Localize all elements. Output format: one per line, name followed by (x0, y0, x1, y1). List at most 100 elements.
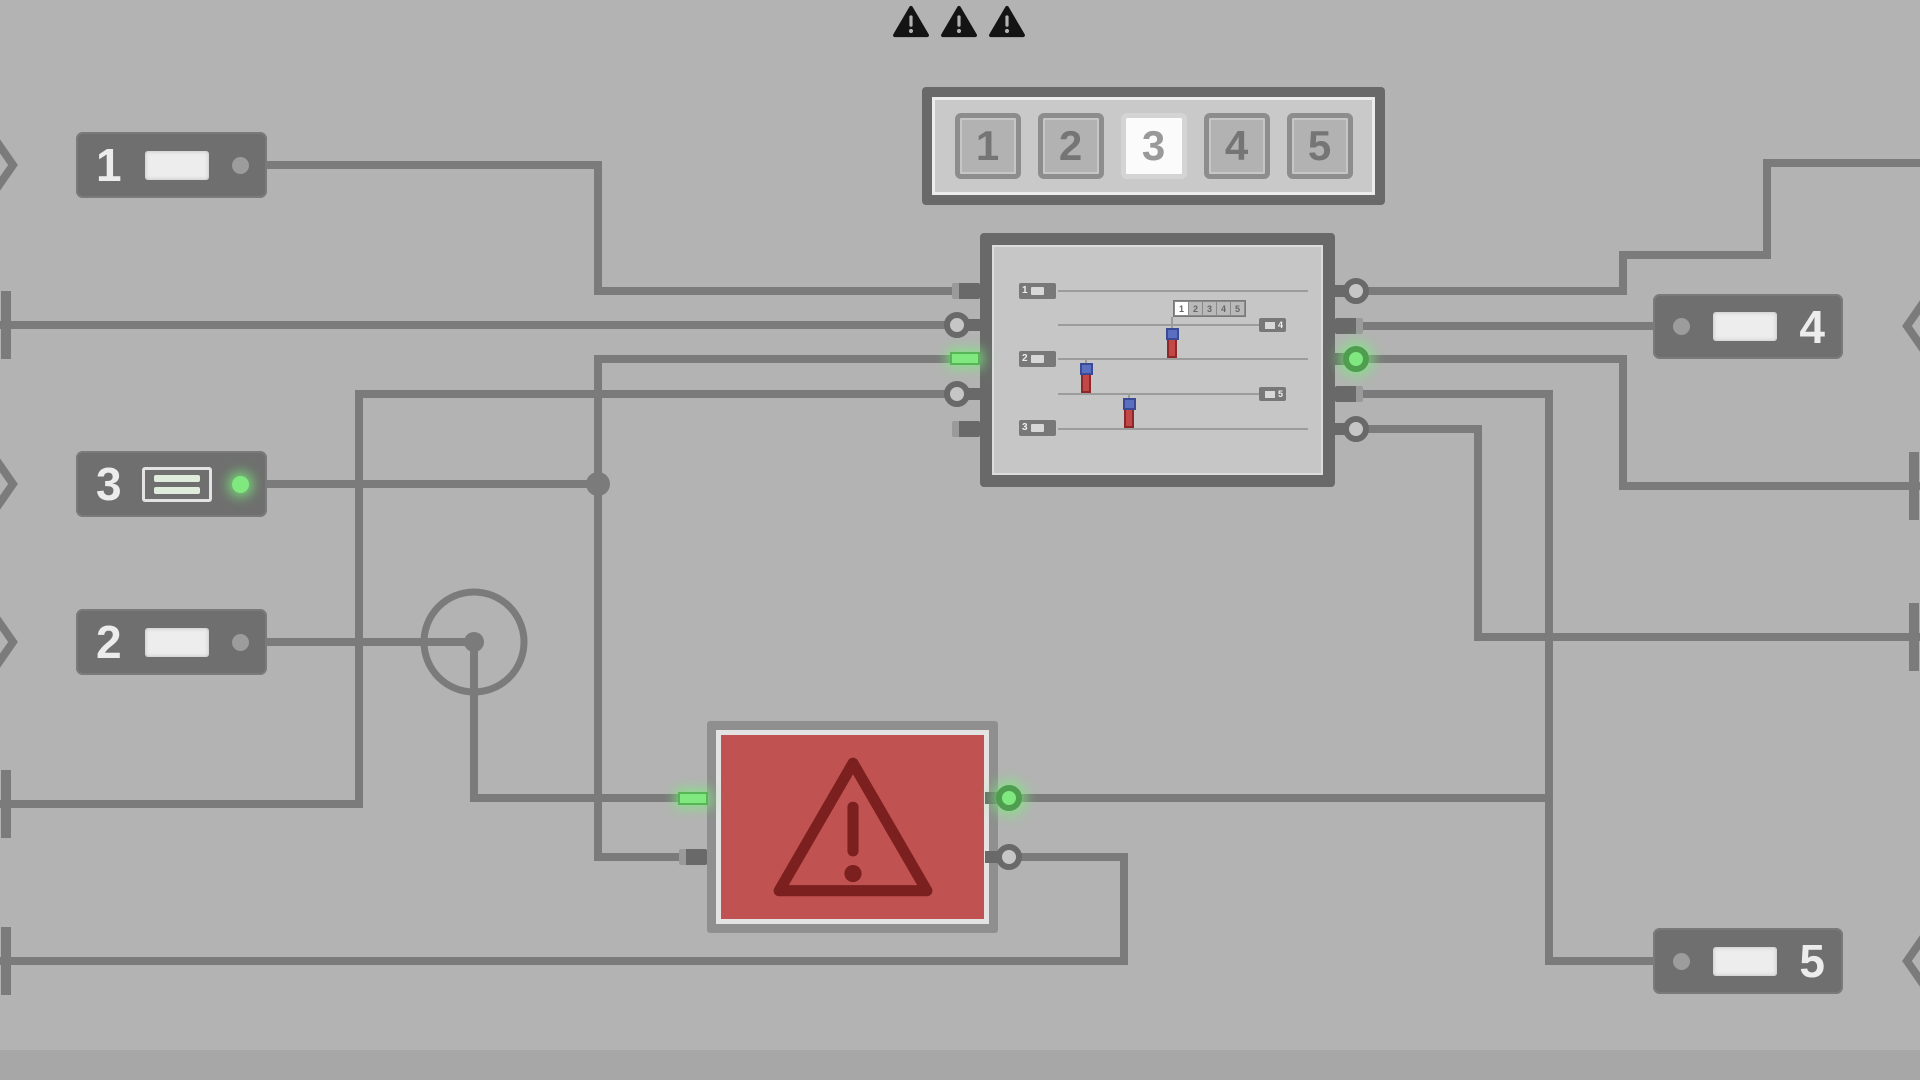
terminal-1[interactable]: 1 (76, 132, 267, 198)
mini-fuse-3 (1120, 398, 1138, 428)
mini-fuse-1-body (1167, 340, 1177, 358)
fuse-bar (153, 486, 200, 494)
wire-bottomedge-to-alarm-right (0, 853, 1128, 965)
terminal-4-label: 4 (1799, 300, 1825, 353)
wire-module-out5-to-right-edge (1348, 425, 1920, 641)
selector-button-2[interactable]: 2 (1037, 113, 1104, 179)
module-output-ring-5[interactable] (1343, 416, 1369, 442)
mini-row-line (1058, 428, 1308, 430)
mini-row-line (1058, 290, 1308, 292)
mini-port-5-slot (1264, 390, 1275, 398)
mini-selector-cell-5: 5 (1231, 302, 1244, 315)
module-output-stub-2[interactable] (1335, 318, 1363, 334)
terminal-2-socket[interactable] (144, 627, 209, 657)
mini-selector-cell-4: 4 (1217, 302, 1230, 315)
wire-coil-to-alarm-green (470, 638, 687, 802)
mini-row-line (1058, 393, 1259, 395)
terminal-1-label: 1 (96, 139, 122, 191)
mini-terminal-2: 2 (1019, 351, 1056, 367)
alarm-panel-screen (716, 730, 989, 924)
channel-selector-inner: 1 2 3 4 5 (932, 97, 1375, 195)
junction-dot (586, 472, 610, 496)
warning-triangle-icon (773, 757, 932, 897)
alarm-input-stub[interactable] (679, 849, 707, 865)
mini-port-5: 5 (1259, 387, 1286, 401)
mini-fuse-2-cap (1079, 363, 1093, 375)
warning-triangle-icon (940, 5, 978, 44)
mini-fuse-1-cap (1165, 328, 1179, 340)
mini-row-line (1058, 324, 1259, 326)
module-input-stub-5[interactable] (952, 421, 980, 437)
wire-module-out4-to-terminal5 (1348, 390, 1657, 965)
wire-leftedge-to-module-in4 (0, 390, 954, 808)
alarm-output-ring[interactable] (996, 844, 1022, 870)
mini-fuse-3-cap (1122, 398, 1136, 410)
module-output-stub-4[interactable] (1335, 386, 1363, 402)
coil-ring (420, 588, 528, 696)
edge-chevron-left-3 (0, 458, 18, 510)
mini-row-line (1058, 358, 1308, 360)
mini-terminal-1-slot (1030, 287, 1044, 295)
selector-button-4[interactable]: 4 (1203, 113, 1270, 179)
module-output-green-indicator (1343, 346, 1369, 372)
terminal-2-label: 2 (96, 616, 122, 668)
wire-module-green-to-right-edge (1348, 355, 1920, 490)
mini-fuse-3-body (1124, 410, 1134, 428)
terminal-2-connector (232, 633, 249, 651)
terminal-5-socket[interactable] (1712, 946, 1777, 976)
mini-port-4-slot (1264, 321, 1275, 329)
selector-button-1[interactable]: 1 (954, 113, 1021, 179)
terminal-4-socket[interactable] (1712, 312, 1777, 341)
terminal-5[interactable]: 5 (1653, 928, 1843, 994)
wire-junction-to-alarm-lower (594, 355, 694, 861)
mini-terminal-1-label: 1 (1022, 285, 1028, 296)
module-output-ring-1[interactable] (1343, 278, 1369, 304)
module-input-ring-4[interactable] (944, 381, 970, 407)
warning-triangle-icon (892, 5, 930, 44)
alarm-output-green-indicator (996, 785, 1022, 811)
mini-terminal-1: 1 (1019, 283, 1056, 299)
terminal-3-socket[interactable] (141, 466, 212, 502)
terminal-3-led (232, 475, 249, 493)
bottom-edge-strip (0, 1050, 1920, 1080)
module-input-ring-2[interactable] (944, 312, 970, 338)
terminal-5-label: 5 (1799, 935, 1825, 987)
edge-chevron-left-4 (0, 616, 18, 668)
edge-chevron-left-1 (0, 139, 18, 191)
wire-module-out1-to-topright-edge (1348, 159, 1920, 295)
mini-terminal-3-label: 3 (1022, 422, 1028, 433)
alarm-input-green-indicator (678, 792, 708, 805)
mini-port-5-label: 5 (1277, 388, 1283, 399)
terminal-4-connector (1673, 318, 1690, 335)
edge-chevron-right-1 (1902, 300, 1920, 352)
mini-selector-cell-3: 3 (1203, 302, 1216, 315)
mini-terminal-2-slot (1030, 355, 1044, 363)
terminal-2[interactable]: 2 (76, 609, 267, 675)
mini-selector-panel: 1 2 3 4 5 (1173, 300, 1246, 317)
terminal-4[interactable]: 4 (1653, 294, 1843, 359)
wire-terminal1-to-module (263, 161, 960, 295)
control-module: 1 2 3 1 2 3 4 5 4 5 (980, 233, 1335, 487)
terminal-5-connector (1673, 952, 1690, 970)
mini-selector-cell-1: 1 (1175, 302, 1188, 315)
fuse-bar (153, 474, 200, 482)
edge-chevron-right-4 (1902, 935, 1920, 987)
mini-terminal-3: 3 (1019, 420, 1056, 436)
terminal-3[interactable]: 3 (76, 451, 267, 517)
terminal-1-connector (232, 156, 249, 174)
mini-terminal-2-label: 2 (1022, 353, 1028, 364)
mini-fuse-2 (1077, 363, 1095, 393)
mini-selector-cell-2: 2 (1189, 302, 1202, 315)
channel-selector-panel: 1 2 3 4 5 (922, 87, 1385, 205)
terminal-3-label: 3 (96, 458, 122, 510)
module-input-stub-1[interactable] (952, 283, 980, 299)
coil-center-node (464, 632, 484, 652)
selector-button-5[interactable]: 5 (1286, 113, 1353, 179)
mini-port-4-label: 4 (1277, 319, 1283, 330)
selector-button-3[interactable]: 3 (1120, 113, 1187, 179)
terminal-1-socket[interactable] (144, 150, 209, 180)
alert-icons (892, 5, 1026, 44)
warning-triangle-icon (988, 5, 1026, 44)
